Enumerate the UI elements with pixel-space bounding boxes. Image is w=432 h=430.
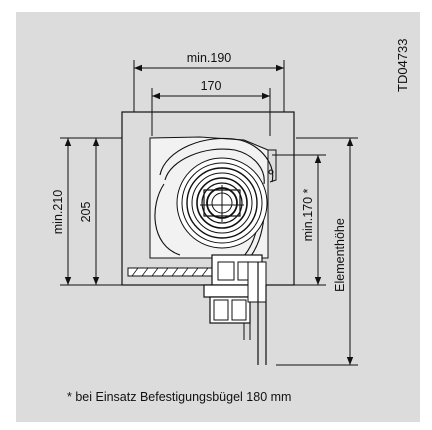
dimension-inner-height: [88, 137, 122, 286]
roller-shaft: [176, 157, 268, 249]
outer-height-label: min.210: [51, 190, 65, 235]
outer-width-label: min.190: [187, 51, 232, 65]
bottom-sill: [127, 267, 217, 277]
drawing-id: TD04733: [395, 39, 410, 92]
footnote: * bei Einsatz Befestigungsbügel 180 mm: [67, 390, 292, 404]
dimension-outer-width: [133, 60, 285, 112]
dimension-element-height: [276, 137, 358, 366]
inner-width-label: 170: [201, 79, 222, 93]
dimension-side-height: [268, 154, 326, 286]
window-frame-profile: [203, 254, 267, 365]
inner-height-label: 205: [79, 202, 93, 223]
side-height-label: min.170 *: [301, 188, 315, 241]
bracket-detail: [268, 149, 277, 183]
element-height-label: Elementhöhe: [333, 218, 347, 292]
